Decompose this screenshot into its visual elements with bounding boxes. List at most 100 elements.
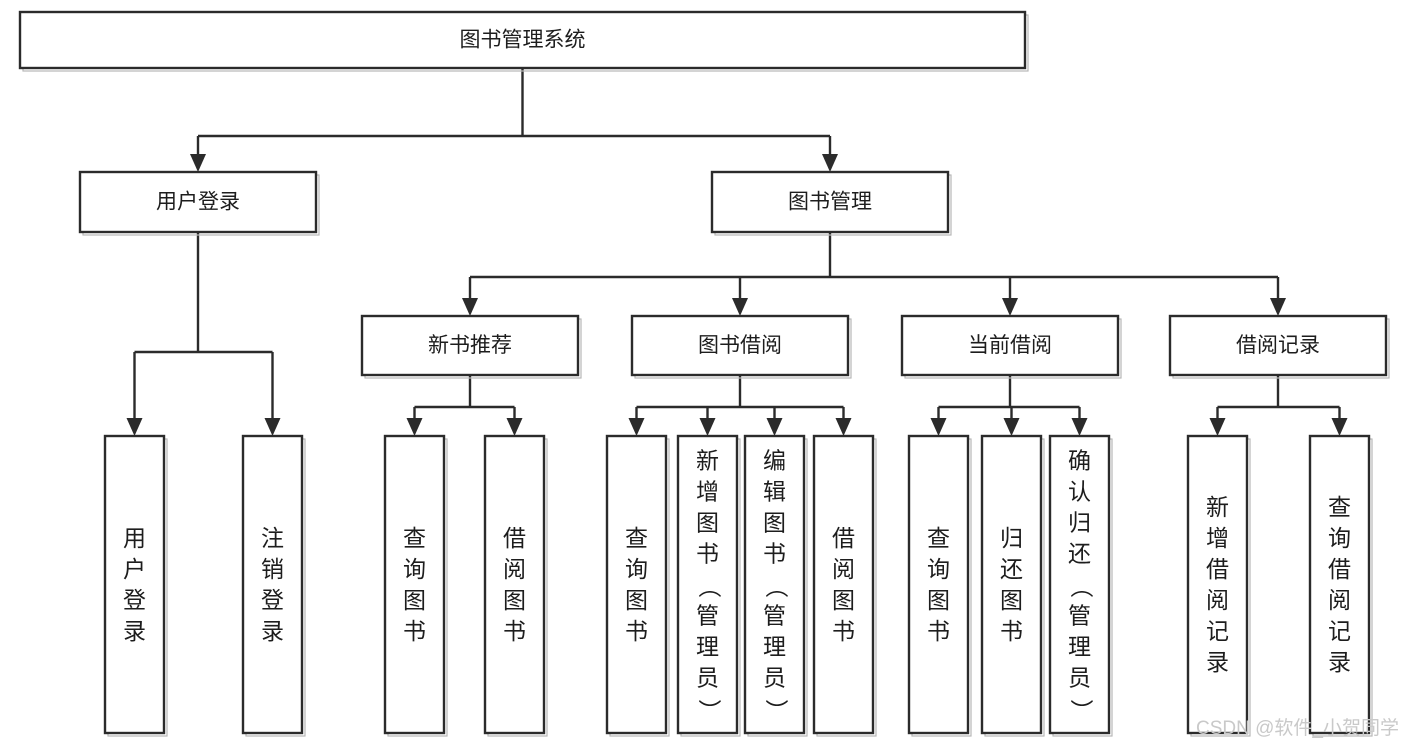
leaf-user-login-1-label-char: 注 xyxy=(261,525,284,551)
leaf-new-book-recommend-0-label-char: 查 xyxy=(403,525,426,551)
arrow-head-icon xyxy=(930,418,947,436)
level3-node-current-borrow[interactable]: 当前借阅 xyxy=(900,314,1122,379)
level2-node-label: 图书管理 xyxy=(788,191,872,214)
arrow-head-icon xyxy=(462,298,478,316)
leaf-user-login-0-label-char: 户 xyxy=(123,556,146,582)
leaf-book-borrow-1-label-char: 书 xyxy=(696,541,719,567)
leaf-current-borrow-2-label-char: （ xyxy=(1068,575,1094,598)
leaf-book-borrow-0-label-char: 图 xyxy=(625,587,648,613)
leaf-book-borrow-2-label-char: 理 xyxy=(763,634,786,660)
leaf-current-borrow-1-label-char: 归 xyxy=(1000,525,1023,551)
node-layer: 图书管理系统用户登录图书管理新书推荐图书借阅当前借阅借阅记录用户登录注销登录查询… xyxy=(18,10,1390,737)
arrow-head-icon xyxy=(264,418,281,436)
root-node-label: 图书管理系统 xyxy=(460,29,586,52)
leaf-book-borrow-2-label-char: ） xyxy=(763,699,789,722)
leaf-new-book-recommend-1-label-char: 阅 xyxy=(503,556,526,582)
leaf-user-login-1-label-char: 录 xyxy=(261,618,284,644)
leaf-borrow-record-0-label-char: 录 xyxy=(1206,649,1229,675)
leaf-book-borrow-2-label-char: 管 xyxy=(763,603,786,629)
arrow-head-icon xyxy=(766,418,783,436)
arrow-head-icon xyxy=(628,418,645,436)
leaf-book-borrow-3-label-char: 图 xyxy=(832,587,855,613)
leaf-user-login-1-label-char: 销 xyxy=(261,556,284,582)
leaf-user-login-0[interactable]: 用户登录 xyxy=(103,434,168,737)
arrow-head-icon xyxy=(1002,298,1018,316)
leaf-current-borrow-2-label-char: 管 xyxy=(1068,603,1091,629)
arrow-head-icon xyxy=(835,418,852,436)
leaf-user-login-0-label-char: 录 xyxy=(123,618,146,644)
leaf-current-borrow-2-label-char: 还 xyxy=(1068,541,1091,567)
leaf-new-book-recommend-0-label-char: 询 xyxy=(403,556,426,582)
arrow-head-icon xyxy=(126,418,143,436)
leaf-current-borrow-2-label-char: 归 xyxy=(1068,510,1091,536)
level3-node-new-book-recommend[interactable]: 新书推荐 xyxy=(360,314,582,379)
leaf-book-borrow-2-label-char: 书 xyxy=(763,541,786,567)
leaf-borrow-record-0-label-char: 新 xyxy=(1206,494,1229,520)
leaf-book-borrow-0-label-char: 询 xyxy=(625,556,648,582)
leaf-book-borrow-1-label-char: 增 xyxy=(696,479,719,505)
leaf-borrow-record-1-label-char: 录 xyxy=(1328,649,1351,675)
leaf-book-borrow-2-label-char: 员 xyxy=(763,665,786,691)
level3-node-label: 图书借阅 xyxy=(698,334,782,357)
watermark-text: CSDN @软件_小贺同学 xyxy=(1196,717,1399,739)
arrow-head-icon xyxy=(699,418,716,436)
arrow-head-icon xyxy=(406,418,423,436)
level3-node-label: 新书推荐 xyxy=(428,334,512,357)
leaf-user-login-0-label-char: 用 xyxy=(123,525,146,551)
leaf-current-borrow-1-label-char: 书 xyxy=(1000,618,1023,644)
leaf-current-borrow-2-label-char: 理 xyxy=(1068,634,1091,660)
leaf-borrow-record-1-label-char: 记 xyxy=(1328,618,1351,644)
leaf-user-login-0-label-char: 登 xyxy=(123,587,146,613)
leaf-current-borrow-0-label-char: 查 xyxy=(927,525,950,551)
level3-node-borrow-record[interactable]: 借阅记录 xyxy=(1168,314,1390,379)
arrow-head-icon xyxy=(1003,418,1020,436)
leaf-current-borrow-2-label-char: 确 xyxy=(1068,448,1091,474)
level3-node-book-borrow[interactable]: 图书借阅 xyxy=(630,314,852,379)
leaf-borrow-record-0-label-char: 借 xyxy=(1206,556,1229,582)
leaf-current-borrow-1-label-char: 图 xyxy=(1000,587,1023,613)
arrow-head-icon xyxy=(1270,298,1286,316)
leaf-new-book-recommend-1-label-char: 书 xyxy=(503,618,526,644)
leaf-borrow-record-0-label-char: 记 xyxy=(1206,618,1229,644)
level2-node-user-login[interactable]: 用户登录 xyxy=(78,170,320,236)
root-node-book-management-system: 图书管理系统 xyxy=(18,10,1029,72)
leaf-new-book-recommend-0-label-char: 图 xyxy=(403,587,426,613)
leaf-current-borrow-2-label-char: 认 xyxy=(1068,479,1091,505)
leaf-book-borrow-1-label-char: 图 xyxy=(696,510,719,536)
leaf-borrow-record-1-label-char: 查 xyxy=(1328,494,1351,520)
leaf-borrow-record-1-label-char: 借 xyxy=(1328,556,1351,582)
arrow-head-icon xyxy=(506,418,523,436)
leaf-book-borrow-1-label-char: 新 xyxy=(696,448,719,474)
leaf-book-borrow-3-label-char: 阅 xyxy=(832,556,855,582)
leaf-book-borrow-2-label-char: 图 xyxy=(763,510,786,536)
level2-node-book-management[interactable]: 图书管理 xyxy=(710,170,952,236)
leaf-book-borrow-2-label-char: 辑 xyxy=(763,479,786,505)
leaf-book-borrow-1-label-char: 理 xyxy=(696,634,719,660)
leaf-book-borrow-1-label-char: ） xyxy=(696,699,722,722)
connector-layer xyxy=(126,68,1348,436)
leaf-borrow-record-0-label-char: 阅 xyxy=(1206,587,1229,613)
level3-node-label: 借阅记录 xyxy=(1236,334,1320,357)
leaf-book-borrow-2-label-char: 编 xyxy=(763,448,786,474)
leaf-new-book-recommend-1-label-char: 借 xyxy=(503,525,526,551)
leaf-book-borrow-2-label-char: （ xyxy=(763,575,789,598)
arrow-head-icon xyxy=(1071,418,1088,436)
leaf-book-borrow-3-label-char: 书 xyxy=(832,618,855,644)
leaf-current-borrow-0-label-char: 图 xyxy=(927,587,950,613)
leaf-user-login-1-label-char: 登 xyxy=(261,587,284,613)
leaf-book-borrow-0-label-char: 书 xyxy=(625,618,648,644)
